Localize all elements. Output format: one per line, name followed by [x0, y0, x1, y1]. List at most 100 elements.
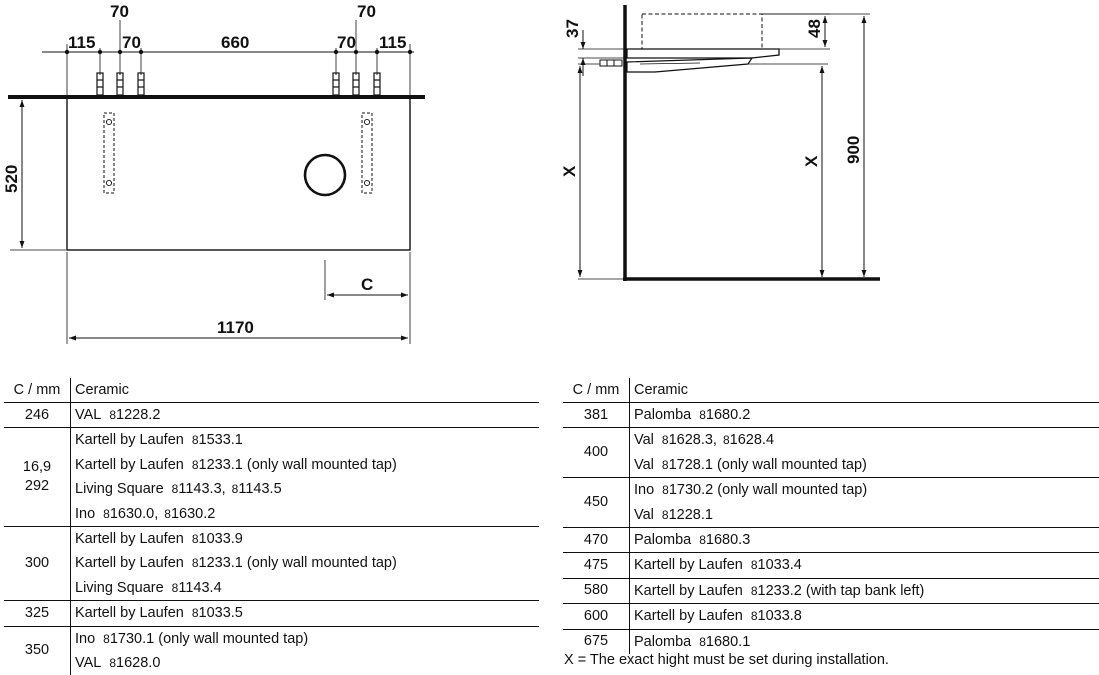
- dim-label-520: 520: [2, 165, 21, 193]
- cell-c-value: 450: [563, 477, 630, 528]
- cell-c-value: 246: [4, 402, 71, 429]
- ceramic-name: Kartell by Laufen: [75, 432, 184, 449]
- article-code: 1233.1: [198, 555, 243, 572]
- cell-c-value: 675: [563, 629, 630, 654]
- front-view: [8, 20, 425, 344]
- dim-label-70-b: 70: [122, 33, 141, 52]
- article-code-prefix: 8: [661, 457, 669, 472]
- cell-c-value: 400: [563, 427, 630, 479]
- article-code: 1033.9: [198, 530, 243, 547]
- table-header-row: C / mm Ceramic: [563, 378, 1099, 403]
- dim-label-900: 900: [844, 136, 863, 164]
- article-code: 1730.2: [668, 482, 714, 499]
- ceramic-note: (with tap bank left): [801, 582, 925, 599]
- basin-outline-dashed: [641, 13, 763, 50]
- dim-label-x-right: X: [802, 155, 821, 167]
- article-code: 1533.1: [198, 432, 243, 449]
- cell-c-value: 350: [4, 626, 71, 675]
- article-code-prefix: 8: [171, 580, 179, 595]
- ceramic-name: Val: [634, 456, 654, 473]
- tap-connectors-right: [332, 72, 381, 96]
- article-code-prefix: 8: [164, 506, 171, 521]
- article-code: 1628.3,: [668, 432, 717, 449]
- ceramic-note: (only wall mounted tap): [242, 456, 397, 473]
- ceramic-note: (only wall mounted tap): [242, 555, 397, 572]
- article-code: 1628.0: [116, 654, 161, 671]
- article-code: 1233.2: [757, 582, 802, 599]
- ceramic-name: Kartell by Laufen: [634, 557, 743, 574]
- technical-drawing: 70 115 70 660 70 70 115 520 1170 C: [2, 2, 880, 344]
- ceramic-name: Ino: [75, 505, 96, 522]
- dim-label-115-right: 115: [379, 33, 406, 52]
- ceramic-name: Kartell by Laufen: [75, 605, 184, 622]
- cabinet-body: [66, 97, 411, 251]
- ceramic-note: (only wall mounted tap): [713, 482, 868, 499]
- cell-c-value: 475: [563, 552, 630, 579]
- dim-label-70-c: 70: [337, 33, 356, 52]
- dashed-bracket-left: [103, 112, 115, 194]
- article-code-prefix: 8: [191, 606, 199, 621]
- article-code: 1228.1: [668, 506, 713, 523]
- ceramic-note: (only wall mounted tap): [154, 630, 309, 647]
- article-code: 1680.2: [705, 407, 751, 423]
- article-code: 1730.1: [109, 630, 155, 647]
- ceramic-name: Palomba: [634, 407, 692, 423]
- article-code-prefix: 8: [661, 507, 669, 522]
- cell-c-value: 470: [563, 527, 630, 554]
- article-code-prefix: 8: [191, 457, 199, 472]
- article-code-prefix: 8: [191, 433, 199, 448]
- dim-label-37: 37: [563, 19, 582, 38]
- ceramic-name: Kartell by Laufen: [634, 582, 743, 599]
- ceramic-note: (only wall mounted tap): [712, 456, 867, 473]
- dashed-bracket-right: [361, 112, 373, 194]
- article-code-prefix: 8: [699, 532, 706, 547]
- cell-c-value: 580: [563, 578, 630, 605]
- article-code: 1680.3: [705, 531, 751, 548]
- ceramic-name: VAL: [75, 407, 102, 423]
- ceramic-name: Kartell by Laufen: [634, 608, 743, 625]
- ceramic-name: Ino: [634, 482, 655, 499]
- dim-label-70-a: 70: [110, 2, 129, 21]
- ceramic-name: Kartell by Laufen: [75, 530, 184, 547]
- ceramic-name: Palomba: [634, 633, 692, 650]
- article-code-prefix: 8: [191, 556, 199, 571]
- ceramic-name: Living Square: [75, 579, 164, 596]
- article-code: 1228.2: [116, 407, 161, 423]
- article-code-prefix: 8: [171, 482, 179, 497]
- header-ceramic: Ceramic: [629, 378, 1099, 403]
